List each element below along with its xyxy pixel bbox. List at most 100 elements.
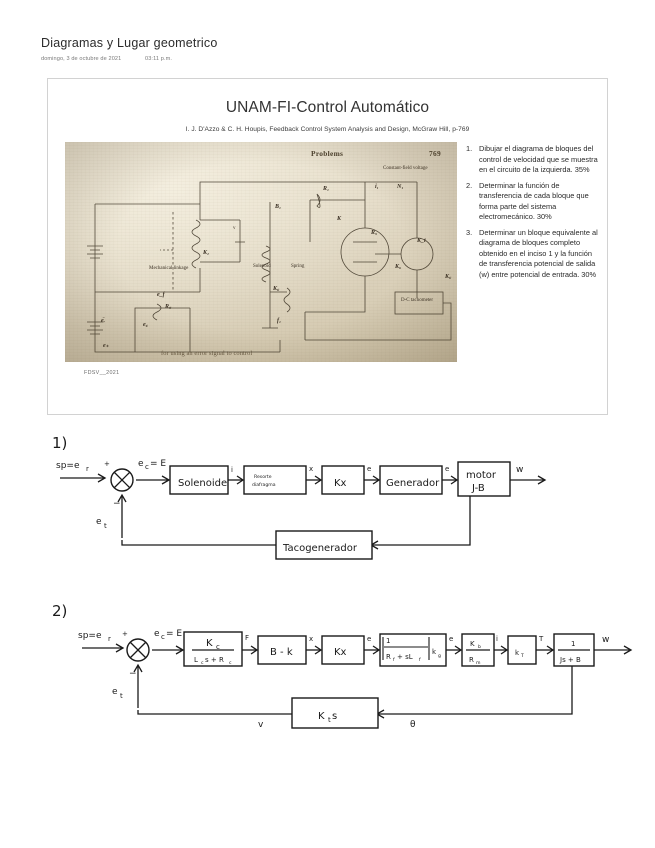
label-kt: K_t bbox=[417, 238, 426, 244]
diagram1-input-label: sp=e bbox=[56, 461, 80, 471]
diagram1-block-solenoide-label: Solenoide bbox=[178, 478, 227, 489]
book-header-label: Problems bbox=[311, 149, 343, 158]
label-solenoid: Solenoid bbox=[253, 264, 271, 269]
diagram1-signal-e2: e bbox=[445, 465, 449, 473]
textbook-photo[interactable]: Problems 769 K₂ v B₁ R₁ i₁ N₁ K R₉ K_t K… bbox=[65, 142, 457, 362]
diagram2-block-kx bbox=[321, 635, 365, 665]
book-page-number: 769 bbox=[429, 149, 441, 158]
diagram2-input-label: sp=e bbox=[78, 631, 102, 641]
svg-text:c: c bbox=[145, 463, 149, 471]
label-kc: K꜀ bbox=[273, 284, 279, 292]
svg-text:c: c bbox=[161, 633, 165, 641]
svg-text:s: s bbox=[332, 711, 337, 722]
diagram1-block-generador bbox=[379, 465, 443, 495]
diagram2-signal-e2: e bbox=[449, 635, 453, 643]
page-title: Diagramas y Lugar geometrico bbox=[41, 36, 218, 50]
label-if: i₁ bbox=[375, 184, 379, 190]
svg-text:c: c bbox=[216, 643, 220, 651]
diagram2-block-bk bbox=[257, 635, 307, 665]
diagram2-block-kt bbox=[507, 635, 537, 665]
task-item: 2. Determinar la función de transferenci… bbox=[466, 181, 598, 223]
task-list: 1. Dibujar el diagrama de bloques del co… bbox=[466, 144, 598, 285]
label-spring: Spring bbox=[291, 264, 304, 269]
diagram2-signal-T: T bbox=[538, 635, 544, 643]
label-k2: K₂ bbox=[203, 250, 209, 256]
document-card[interactable]: UNAM-FI-Control Automático I. J. D'Azzo … bbox=[47, 78, 608, 415]
page-date: domingo, 3 de octubre de 2021 bbox=[41, 56, 122, 62]
label-ef: e_f bbox=[157, 292, 165, 298]
diagram2-block4-num: 1 bbox=[386, 637, 390, 645]
task-item: 3. Determinar un bloque equivalente al d… bbox=[466, 228, 598, 281]
diagram1-signal-i: i bbox=[231, 466, 233, 474]
label-kc2: K꜀ bbox=[445, 272, 451, 280]
task-number: 2. bbox=[466, 180, 473, 190]
diagram2-feedback-block-label: K bbox=[318, 711, 325, 722]
photo-content: Problems 769 K₂ v B₁ R₁ i₁ N₁ K R₉ K_t K… bbox=[65, 142, 457, 362]
diagram2-plus: + bbox=[122, 630, 128, 638]
document-body: Problems 769 K₂ v B₁ R₁ i₁ N₁ K R₉ K_t K… bbox=[48, 142, 607, 392]
diagram2-block-bk-label: B - k bbox=[270, 647, 293, 658]
label-ff: f₁ bbox=[277, 318, 281, 324]
photo-caption-strip: for using an error signal to control bbox=[161, 350, 451, 357]
diagram2-block-field-tf bbox=[379, 633, 447, 667]
svg-text:f: f bbox=[393, 657, 395, 663]
label-rf: R₁ bbox=[323, 186, 329, 192]
diagram2-block1-num: K bbox=[206, 638, 213, 649]
diagram2-error-label: e bbox=[154, 629, 160, 639]
diagram1-block-resorte bbox=[243, 465, 307, 495]
diagram2-number: 2) bbox=[52, 602, 67, 620]
diagram2-feedback-label: e bbox=[112, 687, 118, 697]
diagram2-signal-v: v bbox=[258, 720, 264, 730]
svg-text:b: b bbox=[478, 644, 481, 650]
diagram2-feedback-block bbox=[291, 697, 379, 729]
diagram1-block-solenoide bbox=[169, 465, 229, 495]
task-text: Determinar la función de transferencia d… bbox=[479, 180, 589, 222]
diagram1-block-kx bbox=[321, 465, 365, 495]
diagram2-block7-den: Js + B bbox=[559, 656, 581, 664]
svg-text:= E: = E bbox=[166, 629, 182, 639]
diagram2-signal-x: x bbox=[309, 635, 313, 643]
label-er: e᷈ᵣ bbox=[101, 318, 105, 324]
diagram2-block4-den: R bbox=[386, 653, 391, 661]
label-constant-field: Constant-field voltage bbox=[383, 166, 429, 172]
diagram2-signal-theta: θ bbox=[410, 720, 416, 730]
page-header: Diagramas y Lugar geometrico domingo, 3 … bbox=[41, 36, 461, 62]
diagram2-block-mech-tf bbox=[553, 633, 595, 667]
diagram1-block-generador-label: Generador bbox=[386, 478, 440, 489]
label-kx: K bbox=[337, 216, 341, 222]
diagram1-output-label: w bbox=[516, 465, 523, 475]
label-tachometer: D-C tachometer bbox=[401, 298, 445, 304]
svg-text:f: f bbox=[419, 657, 421, 663]
diagram2-block1-den: L bbox=[194, 656, 198, 664]
diagram1-block-motor-label1: motor bbox=[466, 470, 497, 481]
diagram2-block5-den: R bbox=[469, 656, 474, 664]
photo-vignette-overlay bbox=[65, 142, 457, 362]
diagram2-block-kt-label: k bbox=[515, 649, 520, 657]
diagram2-block-kb-rm bbox=[461, 633, 495, 667]
svg-text:c: c bbox=[201, 661, 204, 666]
document-title: UNAM-FI-Control Automático bbox=[225, 99, 430, 116]
diagram2-summing-junction bbox=[126, 638, 150, 662]
diagram1-minus: − bbox=[113, 499, 121, 509]
diagram2-block5-num: K bbox=[470, 640, 475, 648]
page-timestamp: domingo, 3 de octubre de 2021 03:11 p.m. bbox=[41, 56, 461, 62]
diagram1-block-motor bbox=[457, 461, 511, 497]
diagram1-block-resorte-label1: Resorte bbox=[254, 474, 272, 480]
diagram1-feedback-sub: t bbox=[104, 522, 107, 530]
label-ke: K₆ bbox=[395, 264, 401, 270]
diagram2-block4-kg: k bbox=[432, 648, 437, 656]
svg-text:r: r bbox=[108, 635, 111, 643]
svg-text:c: c bbox=[229, 661, 232, 666]
svg-text:t: t bbox=[328, 716, 331, 724]
diagram1-block-kx-label: Kx bbox=[334, 478, 347, 489]
label-rg: R₉ bbox=[371, 230, 377, 236]
label-nf: N₁ bbox=[397, 184, 403, 190]
task-number: 3. bbox=[466, 227, 473, 237]
diagram2-signal-e1: e bbox=[367, 635, 371, 643]
task-number: 1. bbox=[466, 144, 473, 153]
document-citation: I. J. D'Azzo & C. H. Houpis, Feedback Co… bbox=[185, 126, 470, 133]
label-ec: e꜀ bbox=[143, 320, 148, 328]
diagram2-block7-num: 1 bbox=[571, 640, 575, 648]
diagram1-feedback-block-label: Tacogenerador bbox=[282, 543, 358, 554]
task-item: 1. Dibujar el diagrama de bloques del co… bbox=[466, 144, 598, 176]
